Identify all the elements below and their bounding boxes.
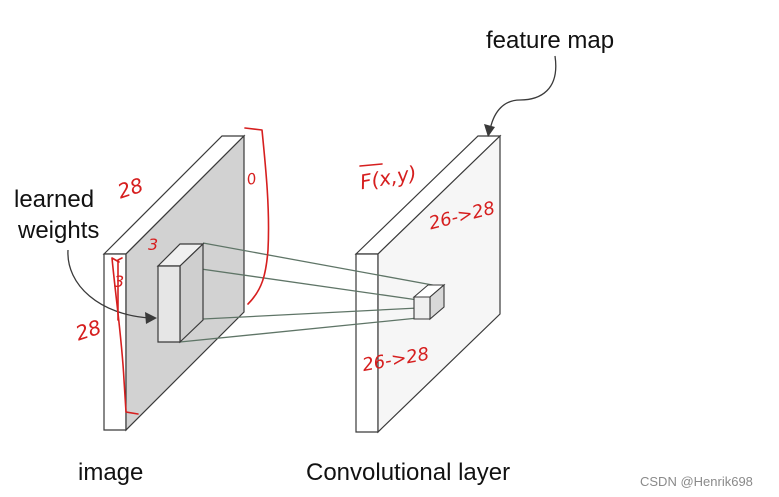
image-width-note: 28 — [114, 173, 146, 204]
kernel-side-note: 3 — [114, 272, 124, 291]
bracket-image-left — [111, 257, 139, 415]
projection-line-2 — [202, 242, 439, 287]
handwriting-strokes — [111, 127, 383, 415]
image-zero-note: 0 — [245, 169, 258, 189]
feature-map-slab — [354, 134, 502, 434]
projection-lines — [179, 242, 439, 343]
learned-weights-arrow-shaft — [67, 249, 151, 319]
projection-line-3 — [202, 306, 439, 320]
feature-map-arrow-head — [484, 124, 495, 137]
feature-map-label: feature map — [486, 27, 614, 54]
bracket-kernel-left — [117, 257, 123, 321]
learned-weights-arrow-head — [145, 312, 157, 324]
output-pixel-cube — [412, 283, 446, 321]
bracket-image-right — [244, 127, 270, 305]
feature-plane-face — [377, 134, 501, 434]
projection-line-4 — [179, 317, 419, 343]
image-label: image — [78, 459, 143, 486]
kernel-front-face — [157, 265, 181, 343]
projection-line-1 — [179, 265, 419, 301]
watermark: CSDN @Henrik698 — [640, 474, 753, 489]
learned-weights-label-line2: weights — [17, 217, 99, 244]
convolutional-layer-label: Convolutional layer — [306, 459, 510, 486]
image-height-note: 28 — [72, 315, 104, 346]
output-front-face — [413, 296, 431, 320]
feature-func-overbar — [359, 163, 383, 167]
kernel-three-note: 3 — [148, 235, 158, 254]
feature-plane-side-edge — [355, 253, 379, 433]
arrows — [67, 55, 557, 319]
learned-weights-label-line1: learned — [14, 186, 94, 213]
feature-map-arrow-shaft — [489, 55, 557, 131]
kernel-cube — [156, 242, 205, 344]
